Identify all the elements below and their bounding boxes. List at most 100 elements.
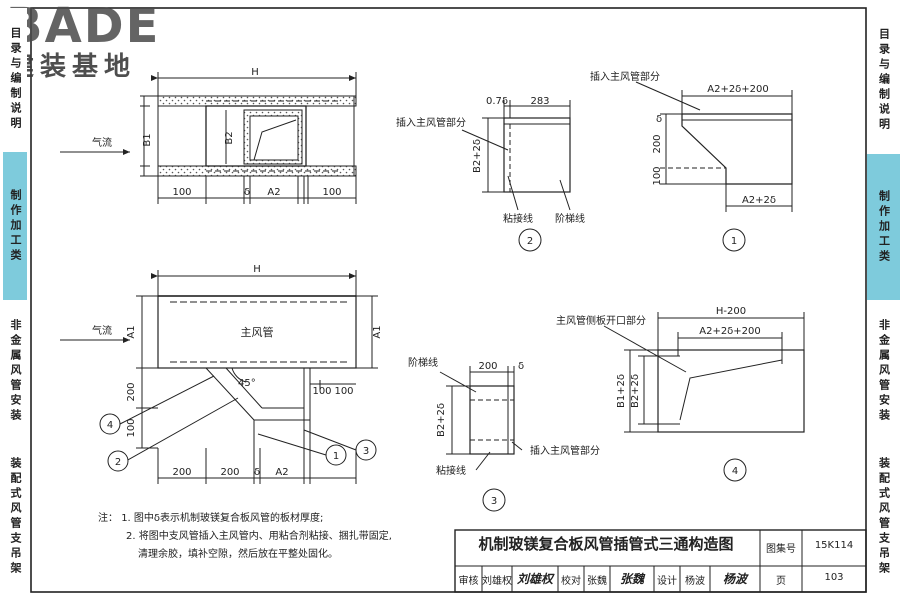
part-4-label-opening: 主风管侧板开口部分 — [556, 314, 646, 327]
right-section-4[interactable]: 装配式风管支吊架 — [867, 442, 900, 593]
part-3-number-circle — [482, 488, 506, 512]
notes: 注： 1. 图中δ表示机制玻镁复合板风管的板材厚度; 2. 将图中支风管插入主风… — [98, 510, 448, 564]
part-1-number: 1 — [731, 236, 737, 247]
title-block-grid — [454, 529, 867, 593]
top-left-dim-100-left: 100 — [172, 187, 191, 198]
bottom-left-dim-100-b: 100 — [334, 386, 353, 397]
review-signature: 刘雄权 — [516, 572, 553, 586]
part-3-label-step: 阶梯线 — [408, 356, 438, 369]
part-2-label-step: 阶梯线 — [555, 212, 585, 225]
part-2-view — [461, 100, 571, 211]
check-name: 张魏 — [587, 576, 607, 587]
part-4-view — [603, 312, 805, 433]
part-2-dim-top-left: 0.7δ — [486, 96, 508, 107]
bottom-left-dim-200-a: 200 — [172, 467, 191, 478]
top-left-dim-delta: δ — [244, 187, 250, 198]
notes-prefix: 注： — [98, 513, 118, 524]
bottom-left-dim-100-v: 100 — [126, 418, 137, 437]
right-section-label: 非金属风管安装 — [877, 318, 891, 424]
right-section-label: 目录与编制说明 — [877, 27, 891, 133]
left-section-label: 制作加工类 — [9, 188, 22, 264]
bottom-left-angle: 45° — [238, 378, 256, 389]
bottom-left-dim-200-b: 200 — [220, 467, 239, 478]
callout-circle-2 — [107, 450, 129, 472]
right-section-1[interactable]: 目录与编制说明 — [867, 8, 900, 153]
top-left-dim-100-right: 100 — [322, 187, 341, 198]
part-4-height-inner: B2+2δ — [630, 374, 641, 408]
part-4-dim-inner: A2+2δ+200 — [699, 326, 761, 337]
part-2-dim-top-right: 283 — [530, 96, 549, 107]
left-section-3[interactable]: 非金属风管安装 — [3, 302, 27, 440]
note-item-1: 1. 图中δ表示机制玻镁复合板风管的板材厚度; — [121, 513, 324, 524]
right-section-2[interactable]: 制作加工类 — [867, 154, 900, 301]
top-left-flow-label: 气流 — [92, 136, 112, 149]
bottom-left-dim-100-a: 100 — [312, 386, 331, 397]
part-3-view — [439, 366, 523, 471]
right-section-label: 装配式风管支吊架 — [877, 457, 891, 577]
part-3-dim-delta: δ — [518, 361, 524, 372]
part-1-view — [635, 81, 793, 212]
callout-4: 4 — [107, 420, 113, 431]
top-left-dim-a2: A2 — [267, 187, 280, 198]
part-3-dim-200: 200 — [478, 361, 497, 372]
main-duct-label: 主风管 — [241, 325, 274, 339]
left-section-4[interactable]: 装配式风管支吊架 — [3, 442, 27, 592]
sheet-frame — [30, 7, 867, 593]
review-label: 审核 — [458, 576, 479, 587]
part-3-label-insert: 插入主风管部分 — [530, 444, 600, 457]
drawing-title: 机制玻镁复合板风管插管式三通构造图 — [478, 535, 734, 553]
part-2-label-glue: 粘接线 — [503, 212, 533, 225]
part-1-dim-delta: δ — [656, 114, 662, 125]
part-1-dim-top: A2+2δ+200 — [707, 84, 769, 95]
left-section-2[interactable]: 制作加工类 — [3, 152, 27, 300]
part-4-number-circle — [723, 458, 747, 482]
design-name: 杨波 — [685, 576, 705, 587]
bottom-left-a1-right: A1 — [372, 325, 383, 338]
left-section-1[interactable]: 目录与编制说明 — [3, 8, 27, 150]
logo: BADE 建装基地 — [2, 0, 177, 88]
callout-3: 3 — [363, 446, 369, 457]
callout-1: 1 — [333, 451, 339, 462]
part-1-dim-200: 200 — [652, 134, 663, 153]
review-name: 刘雄权 — [482, 576, 512, 587]
bottom-left-flow-label: 气流 — [92, 324, 112, 337]
callout-circle-3 — [355, 439, 377, 461]
design-label: 设计 — [657, 576, 677, 587]
note-line-1: 注： 1. 图中δ表示机制玻镁复合板风管的板材厚度; — [98, 510, 448, 528]
bottom-left-a1-left: A1 — [126, 325, 137, 338]
note-item-2: 2. 将图中支风管插入主风管内、用粘合剂粘接、捆扎带固定, — [126, 531, 392, 542]
part-4-number: 4 — [732, 466, 738, 477]
top-left-b2-label: B2 — [224, 131, 235, 144]
bottom-left-dim-a2: A2 — [275, 467, 288, 478]
left-section-label: 目录与编制说明 — [9, 26, 22, 132]
right-section-label: 制作加工类 — [877, 189, 891, 265]
atlas-number-label: 图集号 — [766, 544, 796, 555]
left-section-label: 非金属风管安装 — [9, 318, 22, 424]
right-section-tabs: 目录与编制说明制作加工类非金属风管安装装配式风管支吊架 — [867, 0, 900, 600]
part-1-label-insert: 插入主风管部分 — [590, 70, 660, 83]
left-section-label: 装配式风管支吊架 — [9, 457, 22, 577]
right-section-3[interactable]: 非金属风管安装 — [867, 302, 900, 441]
part-3-label-glue: 粘接线 — [436, 464, 466, 477]
check-label: 校对 — [561, 576, 581, 587]
part-2-number-circle — [518, 228, 542, 252]
part-3-number: 3 — [491, 496, 497, 507]
left-section-strip: 目录与编制说明制作加工类非金属风管安装装配式风管支吊架 — [0, 0, 30, 600]
part-2-label-insert: 插入主风管部分 — [396, 116, 466, 129]
bottom-left-dim-delta: δ — [254, 467, 260, 478]
part-2-height: B2+2δ — [472, 139, 483, 173]
part-1-dim-bottom: A2+2δ — [742, 195, 776, 206]
note-item-3: 清理余胶，填补空隙，然后放在平整处固化。 — [138, 549, 338, 560]
part-4-height-outer: B1+2δ — [616, 374, 627, 408]
bottom-left-dim-200-v: 200 — [126, 382, 137, 401]
bottom-left-view — [60, 270, 378, 484]
part-2-number: 2 — [527, 236, 533, 247]
part-4-dim-outer: H-200 — [716, 306, 746, 317]
atlas-number: 15K114 — [814, 540, 854, 551]
top-left-view — [60, 72, 357, 204]
logo-subtitle: 建装基地 — [8, 52, 137, 82]
note-line-2: 2. 将图中支风管插入主风管内、用粘合剂粘接、捆扎带固定, — [98, 528, 448, 546]
part-1-dim-100: 100 — [652, 166, 663, 185]
callout-circle-1 — [325, 444, 347, 466]
